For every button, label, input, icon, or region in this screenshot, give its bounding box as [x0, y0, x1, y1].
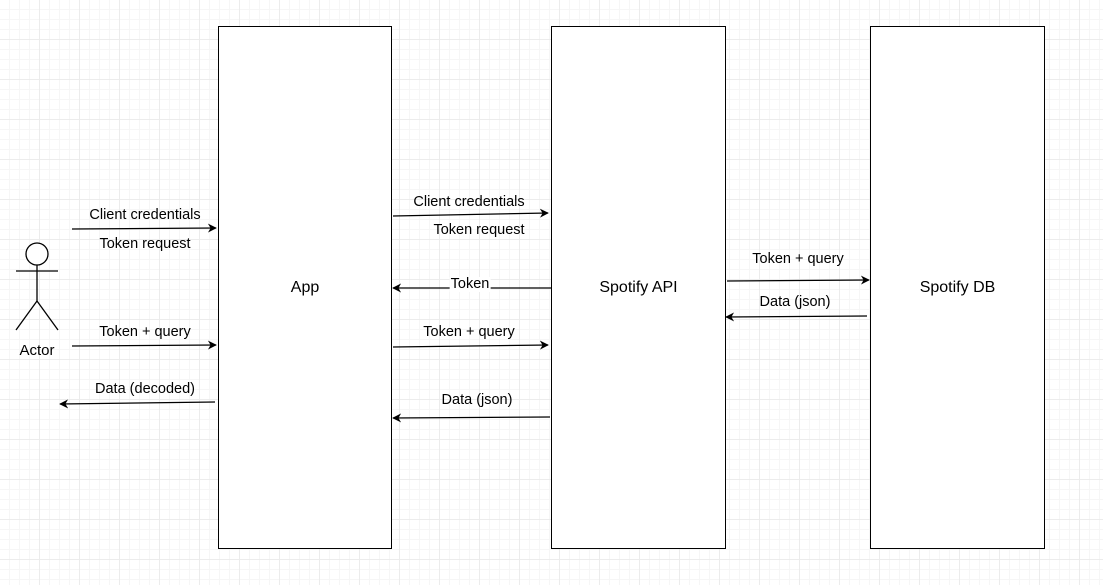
arrow-app-to-api-credentials[interactable] — [392, 208, 549, 218]
actor-right-leg — [36, 300, 59, 331]
label-api-to-db-token-query: Token + query — [752, 251, 844, 267]
label-api-to-app-data: Data (json) — [441, 392, 513, 408]
spotify-db-box-label: Spotify DB — [919, 278, 996, 296]
label-actor-to-app-token-query: Token + query — [99, 324, 191, 340]
actor-head — [25, 242, 49, 266]
actor-figure[interactable] — [15, 242, 59, 331]
spotify-db-box[interactable]: Spotify DB — [870, 26, 1045, 549]
spotify-api-box-label: Spotify API — [599, 278, 678, 296]
spotify-api-box[interactable]: Spotify API — [551, 26, 726, 549]
label-app-to-api-credentials: Client credentials — [413, 194, 525, 210]
arrow-app-to-api-token-query[interactable] — [392, 340, 549, 350]
app-box[interactable]: App — [218, 26, 392, 549]
label-app-to-api-token-query: Token + query — [423, 324, 515, 340]
arrow-api-to-app-data[interactable] — [392, 413, 551, 423]
actor-left-leg — [15, 300, 38, 331]
label-db-to-api-data: Data (json) — [759, 294, 831, 310]
arrow-db-to-api-data[interactable] — [725, 312, 868, 322]
label-actor-to-app-credentials: Client credentials — [89, 207, 201, 223]
arrow-app-to-actor-data[interactable] — [59, 399, 216, 409]
arrow-actor-to-app-credentials[interactable] — [71, 223, 217, 233]
label-actor-to-app-token-request: Token request — [99, 236, 191, 252]
label-app-to-api-token-request: Token request — [433, 222, 525, 238]
app-box-label: App — [290, 278, 320, 296]
actor-label: Actor — [19, 342, 55, 359]
label-app-to-actor-data: Data (decoded) — [95, 381, 195, 397]
label-api-to-app-token: Token — [449, 276, 491, 292]
arrow-api-to-db-token-query[interactable] — [726, 275, 870, 285]
arrow-actor-to-app-token-query[interactable] — [71, 340, 217, 350]
